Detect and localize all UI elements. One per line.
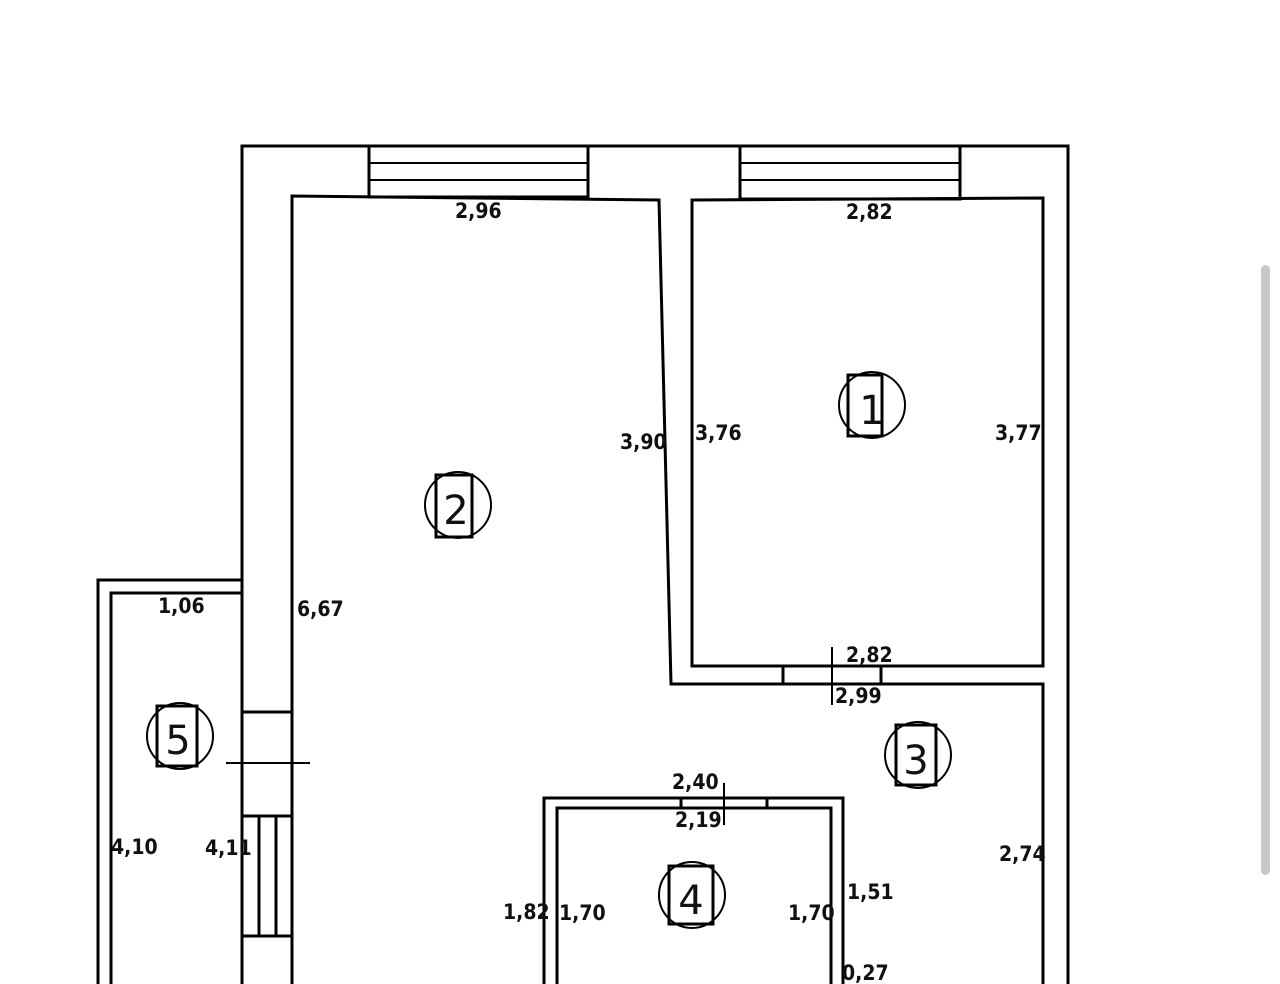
dim-r1-right: 3,77 [995, 421, 1042, 445]
dim-r1-bottom: 2,82 [846, 643, 893, 667]
dim-r2-top: 2,96 [455, 199, 502, 223]
dim-r4-inner-right: 1,70 [788, 901, 835, 925]
room-3-label: 3 [884, 721, 952, 789]
dim-r2-right: 3,90 [620, 430, 667, 454]
window-left-wall [242, 814, 292, 938]
room-5-label: 5 [146, 702, 214, 770]
dim-r4-inner-top: 2,19 [675, 808, 722, 832]
doorways [226, 647, 883, 825]
dim-r3-left-upper: 1,51 [847, 880, 894, 904]
vertical-scrollbar[interactable] [1261, 265, 1270, 875]
dim-r4-outer-top: 2,40 [672, 770, 719, 794]
dim-r4-outer-left: 1,82 [503, 900, 550, 924]
dim-r3-right: 2,74 [999, 842, 1046, 866]
svg-text:4: 4 [678, 878, 703, 924]
dim-r1-left: 3,76 [695, 421, 742, 445]
room-4-label: 4 [658, 861, 726, 929]
dim-r1-top: 2,82 [846, 200, 893, 224]
svg-text:2: 2 [443, 488, 468, 534]
room-1-label: 1 [838, 371, 906, 439]
room-2-label: 2 [424, 471, 492, 539]
dim-r3-left-lower: 0,27 [842, 961, 889, 984]
dim-r2-left: 6,67 [297, 597, 344, 621]
svg-text:3: 3 [903, 738, 928, 784]
svg-text:1: 1 [859, 388, 884, 434]
dim-r5-top: 1,06 [158, 594, 205, 618]
window-top-left [367, 144, 590, 199]
dimension-labels: 2,96 2,82 3,90 3,76 3,77 6,67 1,06 2,82 … [111, 199, 1046, 984]
window-top-right [738, 144, 962, 201]
dim-r5-right: 4,11 [205, 836, 252, 860]
dim-r4-inner-left: 1,70 [559, 901, 606, 925]
dim-r5-left: 4,10 [111, 835, 158, 859]
dim-r3-top: 2,99 [835, 684, 882, 708]
svg-text:5: 5 [165, 718, 190, 764]
